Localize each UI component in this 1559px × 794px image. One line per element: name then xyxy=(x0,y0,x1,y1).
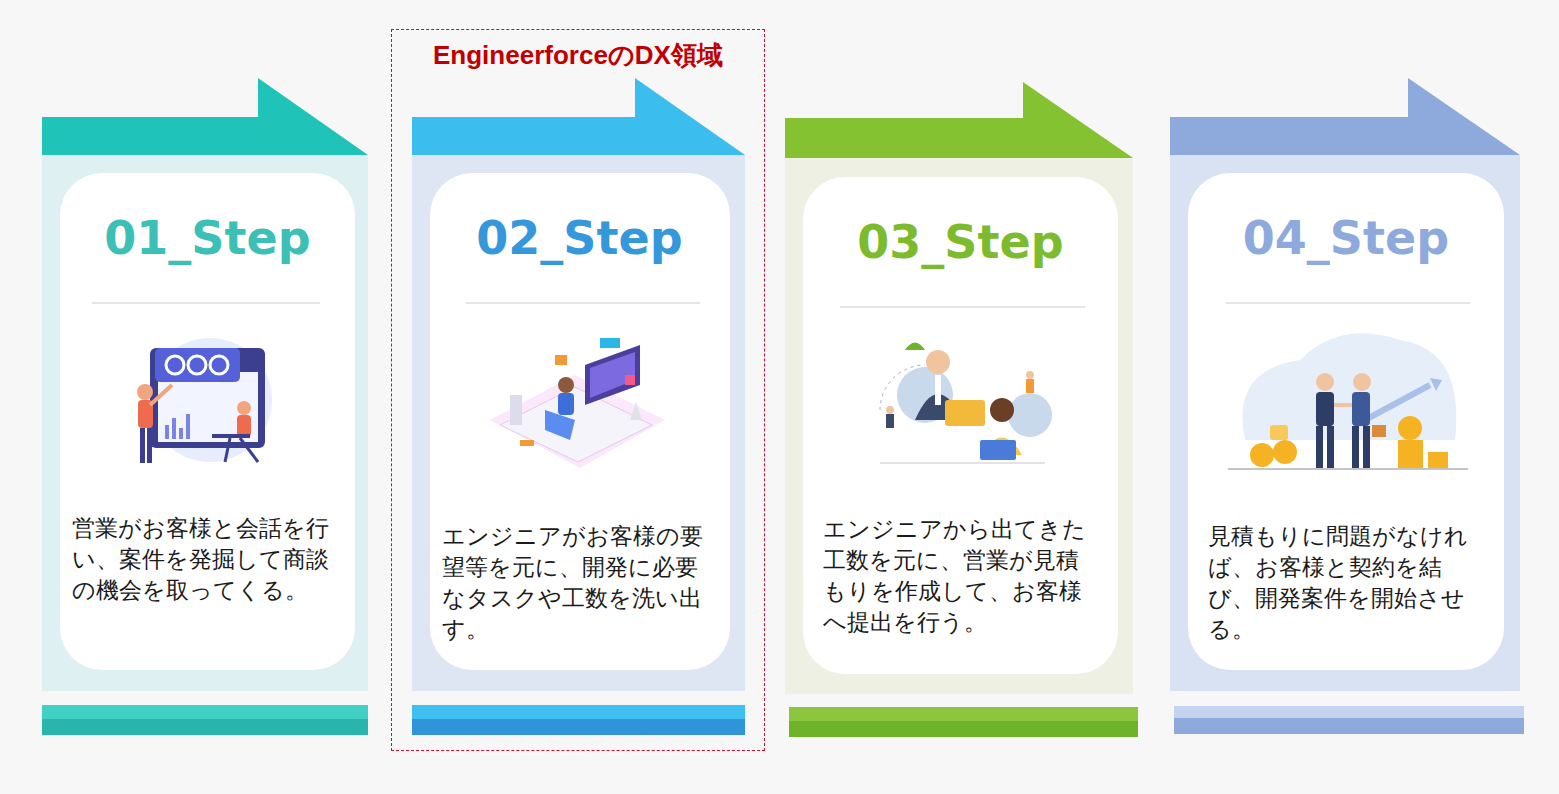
step-column xyxy=(412,78,745,735)
step-card: 01_Step 営業がお客様と会話を行い、案件を発掘して商談の機会を取ってくる。 xyxy=(60,173,355,670)
step-heading: 04_Step xyxy=(1188,211,1504,266)
illustration xyxy=(1228,333,1468,469)
step-description: 営業がお客様と会話を行い、案件を発掘して商談の機会を取ってくる。 xyxy=(72,513,341,606)
step-description: エンジニアがお客様の要望等を元に、開発に必要なタスクや工数を洗い出す。 xyxy=(442,521,716,645)
step-card: 04_Step 見積もりに問題がなければ、お客様と契約を結び、開発案件を開始させる… xyxy=(1188,173,1504,670)
illustration xyxy=(880,343,1052,464)
dx-region: EngineerforceのDX領域 02_Step エンジニアがお客様の要望等を元… xyxy=(391,29,765,751)
region-label: EngineerforceのDX領域 xyxy=(392,38,764,73)
illustration xyxy=(137,338,272,463)
step-card: 03_Step エンジニアから出てきた工数を元に、営業が見積もりを作成して、お客様… xyxy=(803,177,1118,674)
step-column xyxy=(1170,78,1524,734)
step-description: 見積もりに問題がなければ、お客様と契約を結び、開発案件を開始させる。 xyxy=(1208,521,1486,645)
step-heading: 02_Step xyxy=(430,211,730,266)
step-card: 02_Step エンジニアがお客様の要望等を元に、開発に必要なタスクや工数を洗い出… xyxy=(430,173,730,670)
step-column xyxy=(42,78,368,735)
step-heading: 01_Step xyxy=(60,211,355,266)
step-heading: 03_Step xyxy=(803,215,1118,270)
illustration xyxy=(490,338,665,468)
step-column xyxy=(785,82,1138,737)
step-description: エンジニアから出てきた工数を元に、営業が見積もりを作成して、お客様へ提出を行う。 xyxy=(823,514,1100,638)
